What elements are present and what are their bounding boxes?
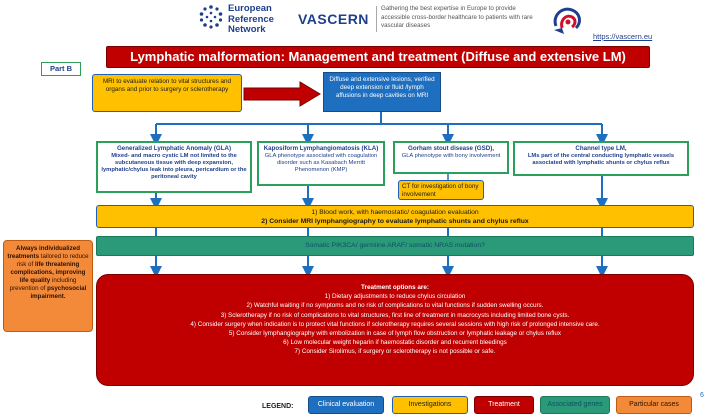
kla-box: Kaposiform Lymphangiomatosis (KLA) GLA p… — [257, 141, 385, 186]
ern-name: European Reference Network — [228, 3, 274, 36]
header-divider — [376, 6, 377, 32]
kla-description: GLA phenotype associated with coagulatio… — [264, 153, 378, 173]
blood-work-line-2: 2) Consider MRI lymphangiography to eval… — [261, 218, 529, 225]
legend-treatment: Treatment — [474, 396, 534, 414]
gla-box: Generalized Lymphatic Anomaly (GLA) Mixe… — [96, 141, 252, 193]
legend-associated-genes: Associated genes — [540, 396, 610, 414]
treatment-item: 2) Watchful waiting if no symptoms and n… — [246, 302, 544, 310]
treatment-options-box: Treatment options are: 1) Dietary adjust… — [96, 274, 694, 386]
ern-logo-icon — [199, 5, 223, 29]
part-label: Part B — [41, 62, 81, 76]
treatment-item: 3) Sclerotherapy if no risk of complicat… — [220, 311, 570, 319]
page-number: 6 — [700, 392, 704, 399]
kla-title: Kaposiform Lymphangiomatosis (KLA) — [263, 145, 379, 152]
mri-evaluation-box: MRI to evaluate relation to vital struct… — [92, 74, 242, 112]
legend-label: LEGEND: — [262, 403, 294, 410]
note-part-1: Always individualized treatments — [7, 245, 80, 260]
gla-title: Generalized Lymphatic Anomaly (GLA) — [116, 145, 232, 152]
blood-work-line-1: 1) Blood work, with haemostatic/ coagula… — [311, 209, 479, 216]
vascern-emblem-icon — [553, 7, 581, 34]
note-part-2: tailored to reduce risk of — [16, 253, 89, 268]
vascern-logo-text: VASCERN — [298, 11, 369, 27]
ern-line-1: European — [228, 3, 272, 14]
treatment-item: 7) Consider Sirolimus, if surgery or scl… — [294, 348, 496, 356]
note-part-3: life threatening complications, improvin… — [10, 261, 86, 284]
ern-line-3: Network — [228, 24, 266, 35]
treatment-item: 6) Low molecular weight heparin if haemo… — [283, 339, 507, 347]
treatment-item: 4) Consider surgery when indication is t… — [190, 320, 600, 328]
treatment-item: 5) Consider lymphangiography with emboli… — [228, 330, 562, 338]
blood-work-box: 1) Blood work, with haemostatic/ coagula… — [96, 205, 694, 228]
channel-type-title: Channel type LM, — [575, 145, 627, 152]
treatment-heading: Treatment options are: — [361, 284, 429, 291]
gsd-box: Gorham stout disease (GSD), GLA phenotyp… — [393, 141, 509, 174]
legend-clinical-evaluation: Clinical evaluation — [308, 396, 384, 414]
channel-type-box: Channel type LM, LMs part of the central… — [513, 141, 689, 176]
diffuse-lesions-box: Diffuse and extensive lesions, verified … — [323, 72, 441, 112]
legend-investigations: Investigations — [392, 396, 468, 414]
treatment-item: 1) Dietary adjustments to reduce chylus … — [324, 293, 466, 301]
vascern-url-link[interactable]: https://vascern.eu — [593, 32, 653, 41]
legend-particular-cases: Particular cases — [616, 396, 692, 414]
associated-genes-box: Somatic PIK3CA/ germline ARAF/ somatic N… — [96, 236, 694, 256]
ct-investigation-box: CT for investigation of bony involvement — [398, 180, 484, 200]
page-title: Lymphatic malformation: Management and t… — [106, 46, 650, 68]
individualized-treatment-note: Always individualized treatments tailore… — [3, 240, 93, 332]
gla-description: Mixed- and macro cystic LM not limited t… — [101, 153, 247, 180]
ern-line-2: Reference — [228, 13, 274, 25]
gsd-title: Gorham stout disease (GSD), — [408, 145, 494, 152]
red-arrow-icon — [243, 81, 321, 107]
gsd-description: GLA phenotype with bony involvement — [401, 153, 501, 159]
header-tagline: Gathering the best expertise in Europe t… — [381, 5, 533, 29]
channel-type-description: LMs part of the central conducting lymph… — [527, 153, 675, 166]
note-part-4: including prevention of — [9, 277, 77, 292]
note-part-5: psychosocial impairment. — [30, 285, 87, 300]
